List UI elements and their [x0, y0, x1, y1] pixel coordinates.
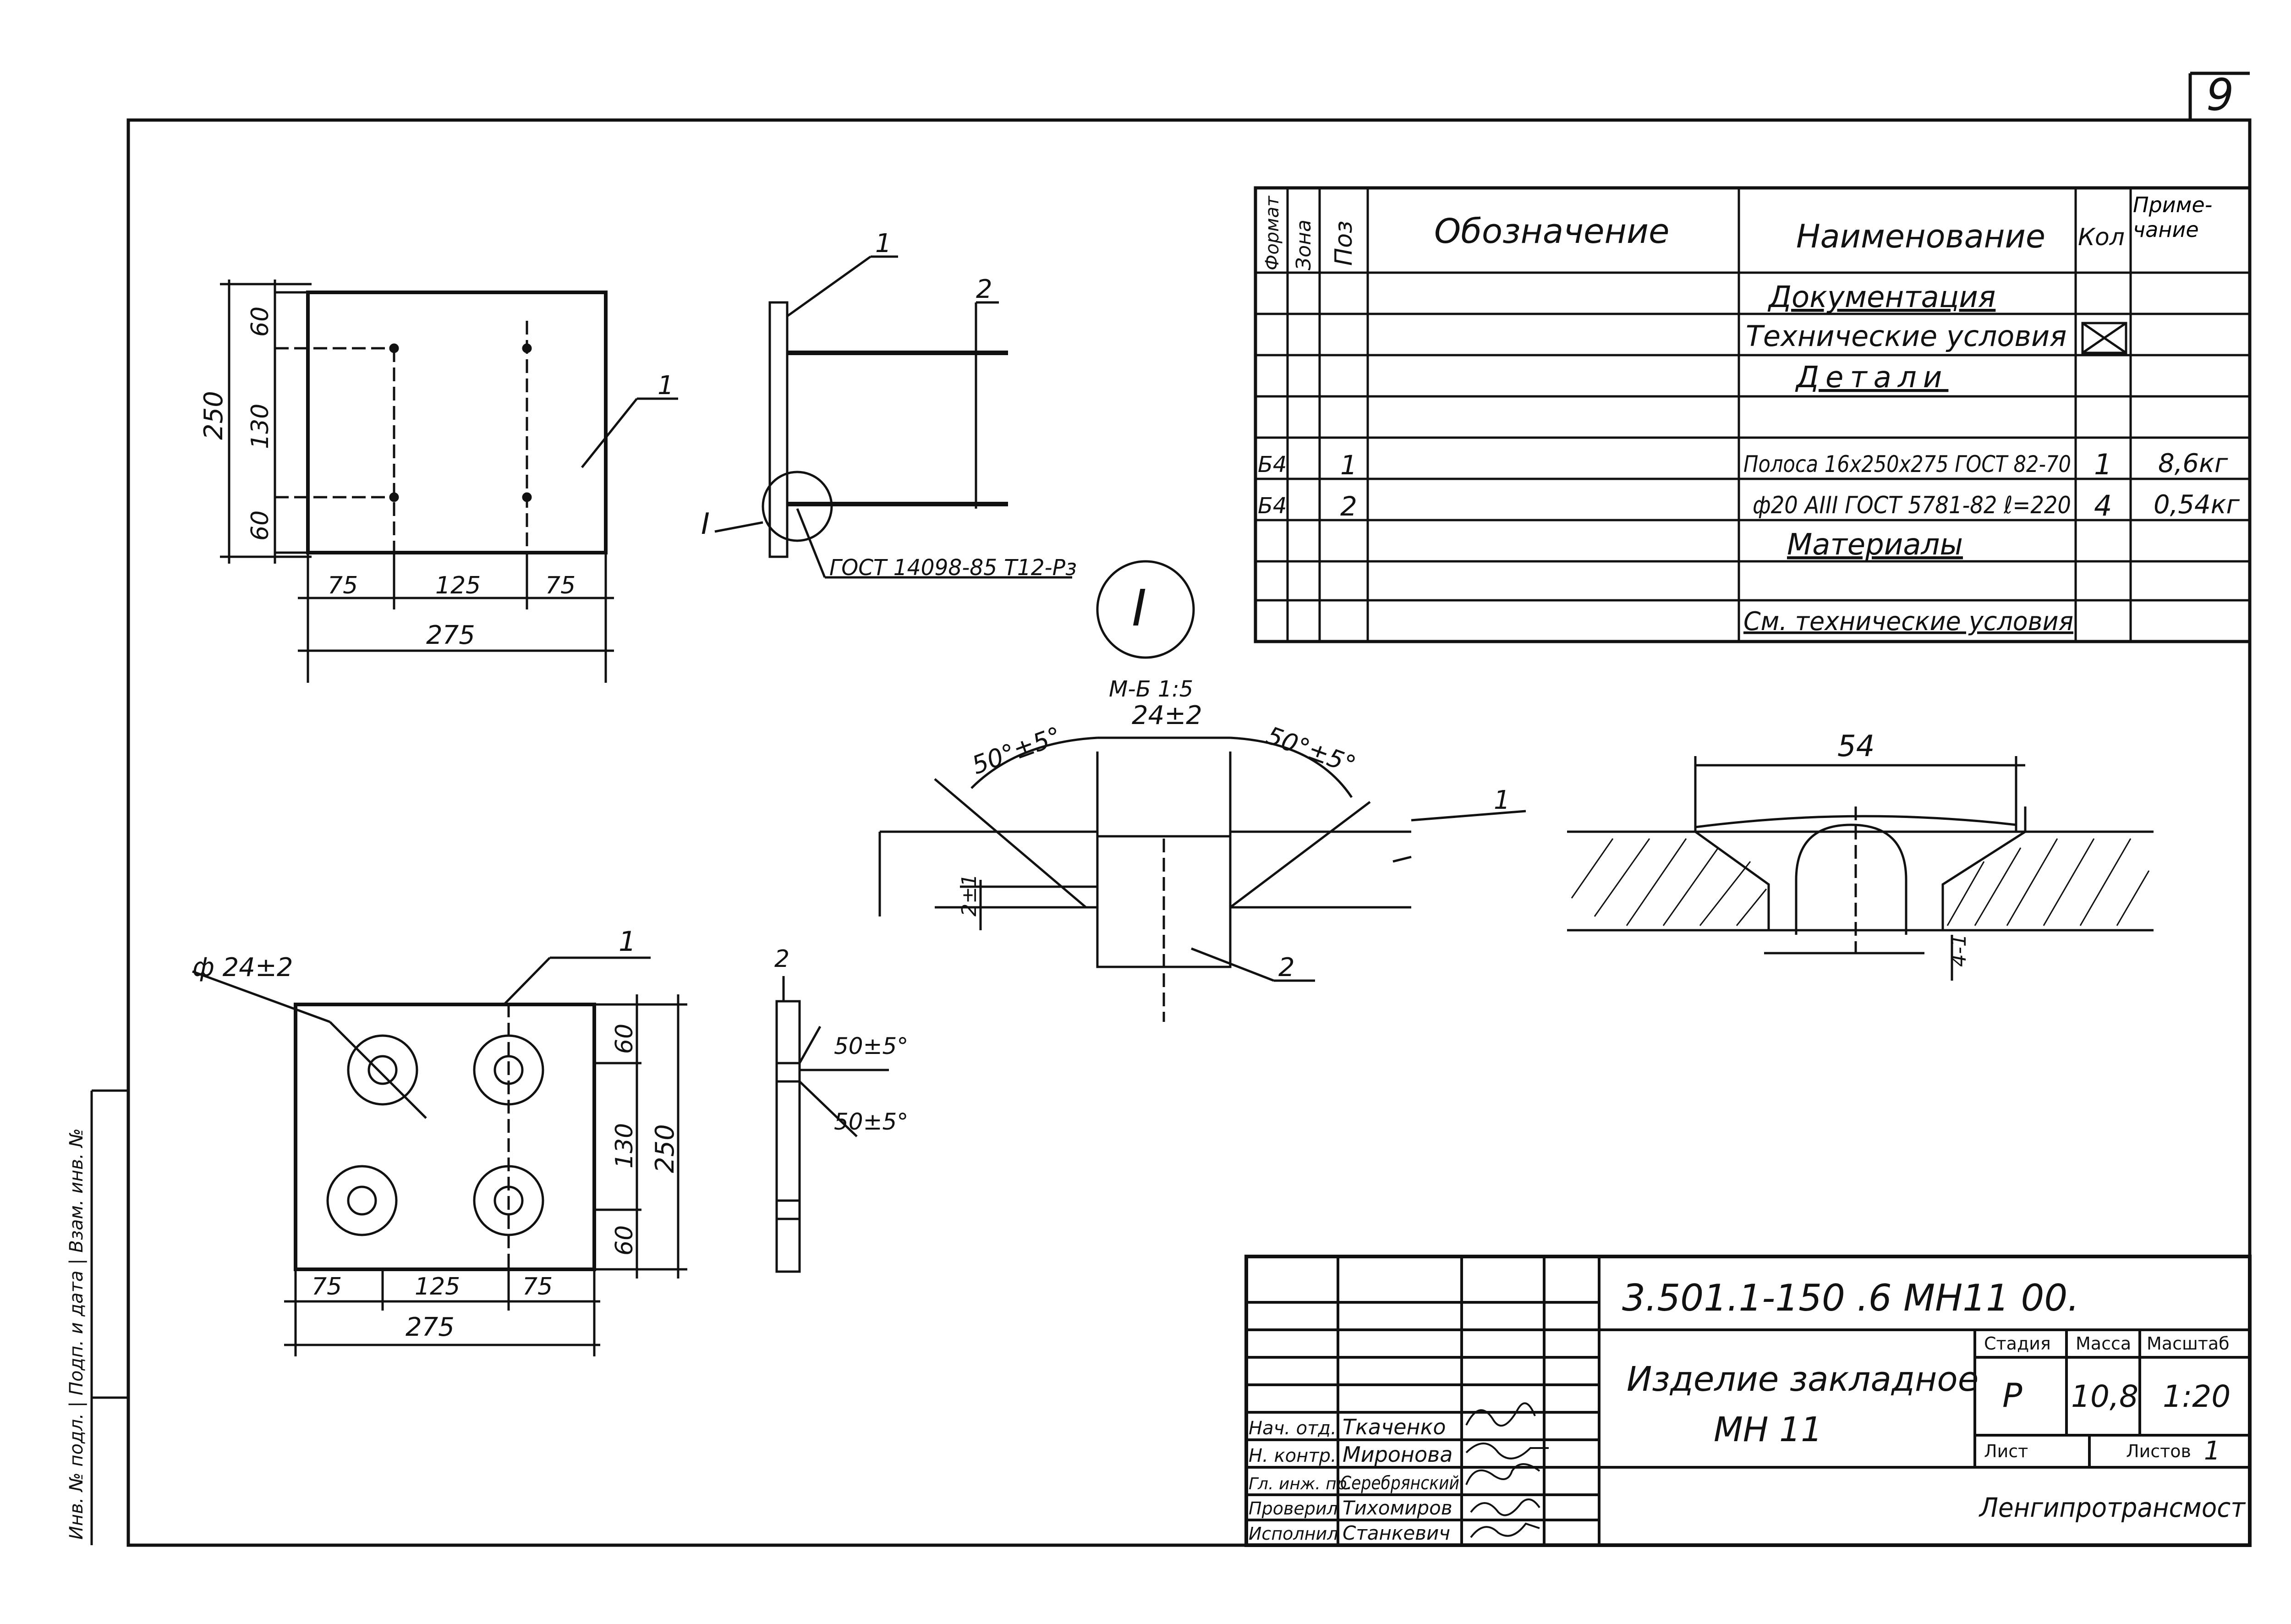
top-dim-250: 250 — [199, 391, 229, 440]
node-detail — [878, 560, 1526, 1022]
bottom-leader-1: 1 — [619, 926, 636, 958]
row2-pos: 2 — [1340, 491, 1357, 522]
hdr-qty: Кол — [2078, 224, 2125, 251]
node-leader-2: 2 — [1278, 953, 1295, 982]
sig-role-0: Нач. отд. — [1249, 1418, 1337, 1439]
row-section-details: Детали — [1795, 361, 1948, 395]
bottom-side-leader-2: 2 — [774, 945, 789, 973]
sig-role-2: Гл. инж. пр. — [1249, 1475, 1352, 1493]
side-view — [714, 255, 1072, 579]
sig-role-3: Проверил — [1249, 1498, 1338, 1519]
bottom-dim-250: 250 — [650, 1124, 680, 1173]
top-view — [220, 280, 678, 683]
bottom-dim-125: 125 — [415, 1273, 460, 1300]
sheet-number: 9 — [2206, 70, 2234, 121]
hdr-note: Приме-чание — [2133, 192, 2213, 242]
row1-format: Б4 — [1258, 452, 1287, 477]
tb-title-line1: Изделие закладное — [1627, 1360, 1979, 1399]
node-depth: 2±1 — [958, 874, 981, 916]
spec-table — [1254, 186, 2252, 643]
tb-scale-label: Масштаб — [2147, 1333, 2230, 1354]
side-weld-note: ГОСТ 14098-85 Т12-Рз — [829, 555, 1077, 581]
tb-sheets-label: Листов — [2126, 1441, 2191, 1461]
bottom-dim-275: 275 — [406, 1312, 455, 1342]
tb-title-line2: МН 11 — [1714, 1410, 1822, 1449]
node-circle-label: I — [1132, 579, 1146, 637]
sig-name-3: Тихомиров — [1343, 1497, 1452, 1519]
node-scale: М-Б 1:5 — [1109, 676, 1193, 702]
bottom-side-angle-top: 50±5° — [834, 1033, 908, 1059]
tb-stage: Р — [2002, 1376, 2022, 1415]
row1-note: 8,6кг — [2158, 449, 2228, 478]
side-leader-1: 1 — [875, 229, 892, 258]
row1-name: Полоса 16x250x275 ГОСТ 82-70 — [1743, 451, 2071, 477]
sig-name-0: Ткаченко — [1343, 1415, 1446, 1439]
hdr-name: Наименование — [1796, 218, 2045, 255]
tb-mass: 10,8 — [2071, 1379, 2138, 1414]
hdr-format: Формат — [1262, 195, 1283, 270]
bottom-dim-60a: 60 — [611, 1024, 638, 1054]
side-node-label: I — [701, 507, 710, 541]
row-section-materials: Материалы — [1787, 528, 1963, 562]
row-see-tech-conditions: См. технические условия — [1743, 607, 2073, 636]
row2-format: Б4 — [1258, 493, 1287, 519]
sig-name-2: Серебрянский — [1340, 1473, 1459, 1494]
row1-pos: 1 — [1340, 450, 1357, 481]
tb-scale: 1:20 — [2163, 1379, 2231, 1414]
sig-role-1: Н. контр. — [1249, 1445, 1337, 1466]
hdr-pos: Поз — [1330, 220, 1358, 266]
sig-name-1: Миронова — [1343, 1442, 1452, 1467]
left-margin-strip — [90, 1089, 128, 1545]
row2-qty: 4 — [2094, 489, 2112, 522]
row1-qty: 1 — [2094, 448, 2112, 481]
node-angle-left: 50°±5° — [968, 721, 1065, 780]
node-leader-1: 1 — [1494, 785, 1510, 815]
bottom-dim-75a: 75 — [312, 1273, 342, 1300]
top-dim-75b: 75 — [545, 572, 575, 599]
hdr-designation: Обозначение — [1434, 212, 1669, 251]
weld-dim-right: 4-1 — [1947, 934, 1971, 967]
top-dim-75a: 75 — [328, 572, 358, 599]
sheet-frame — [126, 71, 2252, 1547]
bottom-side-view — [775, 976, 889, 1273]
node-width: 24±2 — [1132, 701, 1202, 730]
row-section-documentation: Документация — [1767, 280, 1995, 314]
top-dim-60a: 60 — [247, 307, 274, 337]
node-angle-right: 50°±5° — [1263, 721, 1360, 779]
top-dim-130: 130 — [247, 404, 274, 449]
tb-stage-label: Стадия — [1984, 1333, 2051, 1354]
top-dim-125: 125 — [435, 572, 481, 599]
tb-sheet-label: Лист — [1984, 1441, 2028, 1461]
weld-hatch — [1571, 838, 2150, 926]
bottom-dim-60b: 60 — [611, 1225, 638, 1256]
tb-sheets: 1 — [2204, 1436, 2220, 1466]
bottom-side-angle-bottom: 50±5° — [834, 1108, 908, 1135]
handwritten-signatures — [1465, 1402, 1549, 1538]
row-tech-conditions: Технические условия — [1746, 319, 2066, 353]
row2-name: ф20 АIII ГОСТ 5781-82 ℓ=220 — [1753, 492, 2071, 519]
top-dim-275: 275 — [426, 620, 475, 650]
bottom-dim-130: 130 — [611, 1123, 638, 1169]
top-leader-1: 1 — [658, 371, 674, 401]
bottom-hole-label: ф 24±2 — [192, 953, 293, 982]
title-block — [1244, 1255, 2252, 1547]
sig-role-4: Исполнил — [1249, 1524, 1338, 1544]
sig-name-4: Станкевич — [1343, 1522, 1450, 1544]
row2-note: 0,54кг — [2154, 490, 2240, 520]
cross-mark-icon — [2081, 322, 2127, 354]
side-leader-2: 2 — [976, 274, 992, 304]
tb-org: Ленгипротрансмост — [1979, 1492, 2246, 1523]
tb-mass-label: Масса — [2076, 1333, 2131, 1354]
hdr-zone: Зона — [1292, 219, 1315, 270]
bottom-view — [192, 956, 687, 1356]
tb-code: 3.501.1-150 .6 МН11 00. — [1622, 1277, 2079, 1319]
bottom-dim-75b: 75 — [522, 1273, 553, 1300]
weld-width: 54 — [1837, 730, 1874, 763]
top-dim-60b: 60 — [247, 510, 274, 541]
left-margin-label: Инв. № подл. | Подп. и дата | Взам. инв.… — [66, 1128, 87, 1540]
weld-section — [1567, 756, 2154, 981]
